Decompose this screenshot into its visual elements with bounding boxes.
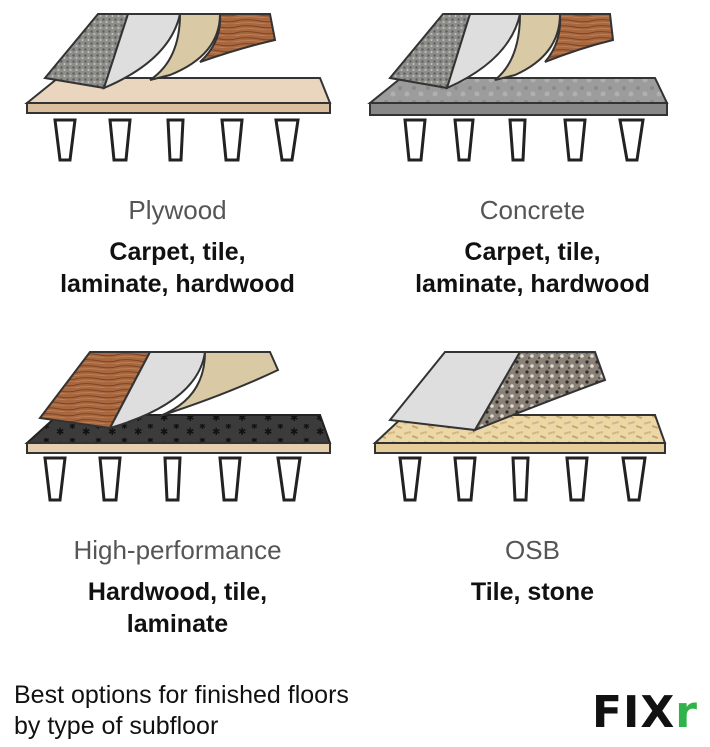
subfloor-osb: OSB Tile, stone: [355, 340, 710, 670]
floor-joists: [43, 456, 302, 502]
floor-joists: [53, 118, 300, 162]
plywood-floor-illustration: [24, 13, 332, 162]
finished-floor-options: Carpet, tile, laminate, hardwood: [355, 236, 710, 300]
logo-accent: r: [675, 687, 698, 738]
fixr-logo: FIXr: [592, 688, 698, 738]
finished-floor-options: Hardwood, tile, laminate: [0, 576, 355, 640]
floors-line-2: laminate, hardwood: [415, 270, 650, 298]
floors-line-2: laminate, hardwood: [60, 270, 295, 298]
osb-floor-illustration: [372, 351, 667, 502]
subfloor-plywood: Plywood Carpet, tile, laminate, hardwood: [0, 0, 355, 330]
caption-line-2: by type of subfloor: [14, 712, 219, 740]
floors-line-2: laminate: [126, 610, 229, 638]
floors-line-1: Carpet, tile,: [109, 238, 246, 266]
finished-floor-options: Carpet, tile, laminate, hardwood: [0, 236, 355, 300]
floors-line-1: Carpet, tile,: [464, 238, 601, 266]
caption-line-1: Best options for finished floors: [14, 681, 349, 709]
subfloor-high-performance: High-performance Hardwood, tile, laminat…: [0, 340, 355, 670]
figure-caption: Best options for finished floors by type…: [14, 680, 349, 742]
finished-floor-options: Tile, stone: [355, 576, 710, 608]
concrete-floor-illustration: [367, 13, 669, 162]
floor-joists: [398, 456, 647, 502]
subfloor-name: Plywood: [128, 195, 227, 225]
high-performance-floor-illustration: [24, 351, 332, 502]
subfloor-name: High-performance: [73, 535, 282, 565]
logo-main: FIX: [591, 687, 676, 738]
floors-line-1: Hardwood, tile,: [87, 578, 268, 606]
floors-line-1: Tile, stone: [470, 578, 595, 606]
subfloor-name: OSB: [505, 535, 560, 565]
subfloor-concrete: Concrete Carpet, tile, laminate, hardwoo…: [355, 0, 710, 330]
subfloor-name: Concrete: [479, 195, 586, 225]
floor-joists: [403, 118, 645, 162]
